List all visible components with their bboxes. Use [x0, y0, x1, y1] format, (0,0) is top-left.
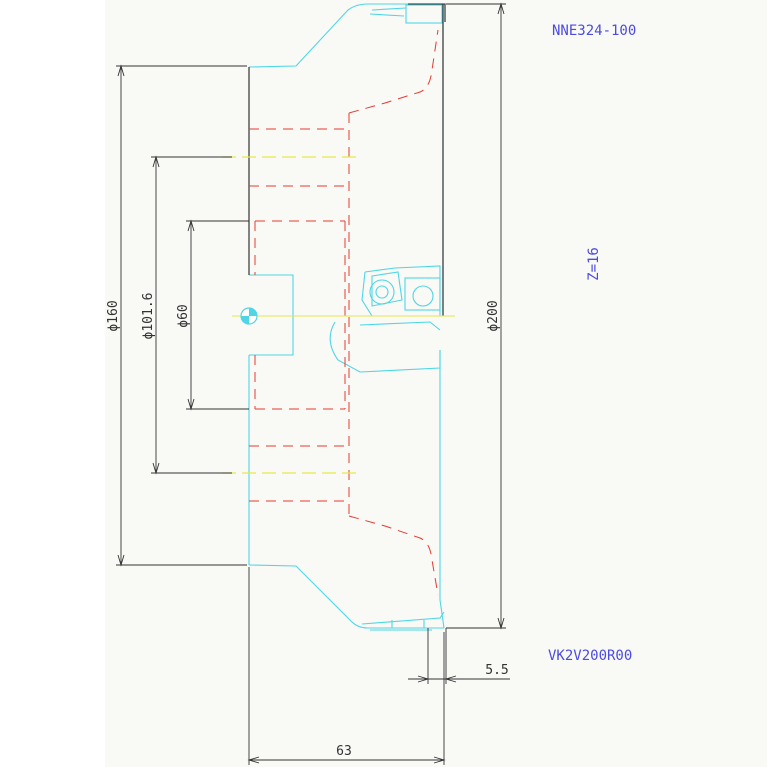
- dim-label-d160: ϕ160: [106, 300, 121, 331]
- dim-label-d200: ϕ200: [486, 300, 501, 331]
- dim-label-d101: ϕ101.6: [141, 293, 156, 340]
- dimension-offset: [408, 628, 510, 684]
- dimension-d200: [446, 2, 506, 630]
- dim-label-offset: 5.5: [485, 663, 508, 678]
- centre-lines: [222, 156, 455, 474]
- part-number-top: NNE324-100: [552, 23, 636, 39]
- part-number-bottom: VK2V200R00: [548, 648, 632, 664]
- centre-marker-icon: [240, 307, 258, 325]
- teeth-count: Z=16: [586, 247, 602, 281]
- dimension-d101: [151, 155, 232, 475]
- dimension-width: [247, 567, 446, 765]
- dimension-d160: [116, 64, 247, 567]
- hidden-lines: [249, 29, 439, 596]
- dim-label-width: 63: [336, 744, 352, 759]
- dim-label-d60: ϕ60: [176, 304, 191, 327]
- drawing-sheet: [105, 0, 767, 767]
- dimension-d60: [186, 219, 249, 411]
